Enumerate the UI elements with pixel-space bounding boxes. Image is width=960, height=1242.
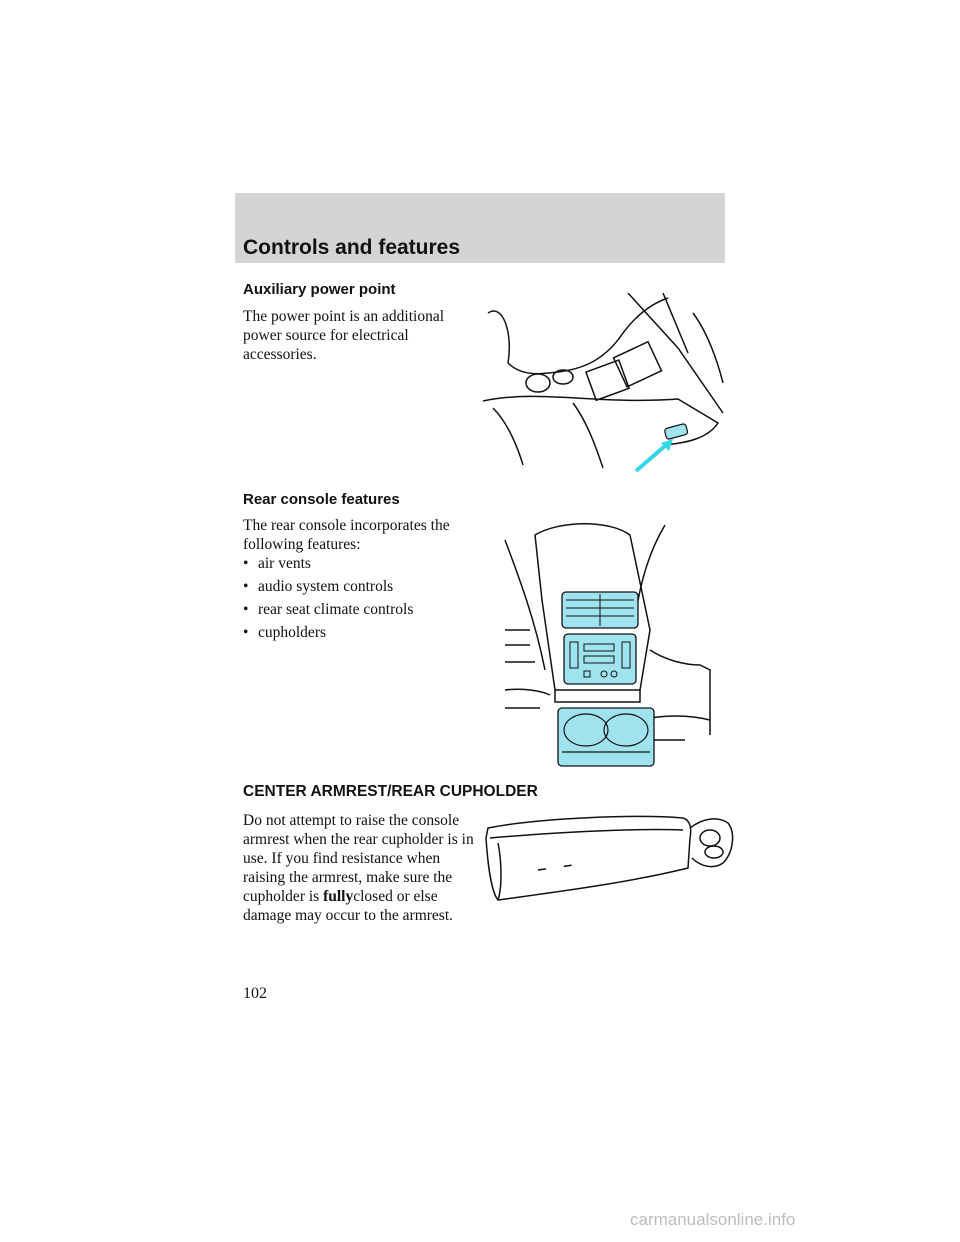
armrest-illustration bbox=[485, 815, 734, 901]
rear-console-intro: The rear console incorporates the follow… bbox=[243, 517, 450, 553]
header-bar bbox=[235, 193, 725, 263]
power-point-illustration bbox=[482, 293, 724, 473]
list-item: •rear seat climate controls bbox=[243, 601, 414, 618]
section-heading-armrest: CENTER ARMREST/REAR CUPHOLDER bbox=[243, 783, 538, 800]
power-point-socket bbox=[664, 423, 689, 440]
climate-controls bbox=[563, 633, 637, 685]
section-heading-rear-console: Rear console features bbox=[243, 491, 400, 508]
watermark: carmanualsonline.info bbox=[630, 1210, 796, 1229]
feature-list: •air vents •audio system controls •rear … bbox=[243, 554, 413, 646]
rear-console-illustration bbox=[504, 523, 711, 767]
pointer-arrow bbox=[634, 443, 668, 473]
power-point-text: The power point is an additional power s… bbox=[243, 308, 445, 363]
page-number: 102 bbox=[243, 985, 267, 1002]
section-heading-power-point: Auxiliary power point bbox=[243, 281, 396, 298]
list-item: •cupholders bbox=[243, 624, 327, 641]
list-item: •air vents bbox=[243, 555, 311, 572]
emphasis-fully: fully bbox=[323, 888, 354, 905]
list-item: •audio system controls bbox=[243, 578, 394, 595]
page-title: Controls and features bbox=[243, 236, 461, 259]
armrest-warning-text: Do not attempt to raise the console armr… bbox=[243, 812, 474, 924]
